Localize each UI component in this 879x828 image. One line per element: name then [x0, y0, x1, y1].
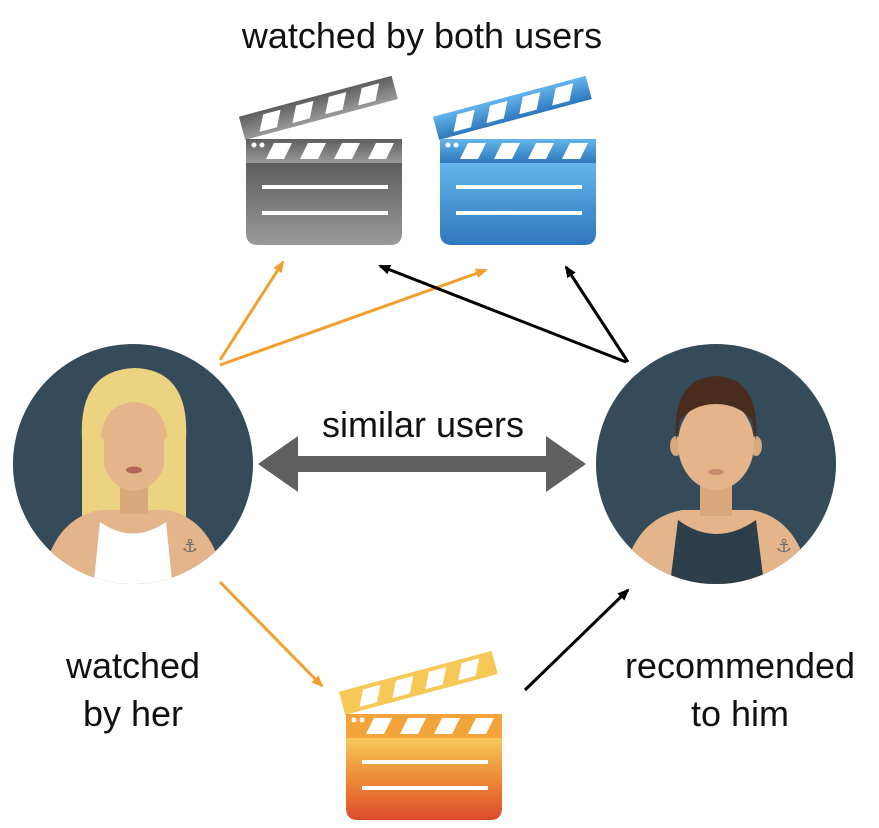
- woman-avatar-icon: ⚓: [13, 344, 253, 584]
- arrow-him-to-gray-movie: [378, 264, 627, 364]
- clapperboard-icon: [338, 650, 502, 820]
- recommended-to-him-label-line2: to him: [691, 693, 789, 734]
- clapperboard-icon: [432, 75, 596, 245]
- arrow-her-to-gray-movie: [218, 260, 285, 361]
- clapperboard-icon: [238, 75, 402, 245]
- top-label: watched by both users: [241, 15, 602, 56]
- arrow-her-to-orange-movie: [218, 580, 324, 688]
- arrow-him-to-blue-movie: [564, 265, 630, 363]
- watched-by-her-label-line2: by her: [83, 693, 183, 734]
- man-avatar-icon: ⚓: [596, 344, 836, 584]
- similar-users-arrow: [258, 436, 586, 492]
- watched-by-her-label-line1: watched: [65, 645, 200, 686]
- arrow-orange-movie-to-him: [523, 588, 630, 692]
- similar-users-label: similar users: [322, 404, 524, 445]
- recommended-to-him-label-line1: recommended: [625, 645, 855, 686]
- svg-text:⚓: ⚓: [776, 536, 792, 557]
- arrow-her-to-blue-movie: [219, 268, 488, 367]
- svg-text:⚓: ⚓: [182, 536, 198, 557]
